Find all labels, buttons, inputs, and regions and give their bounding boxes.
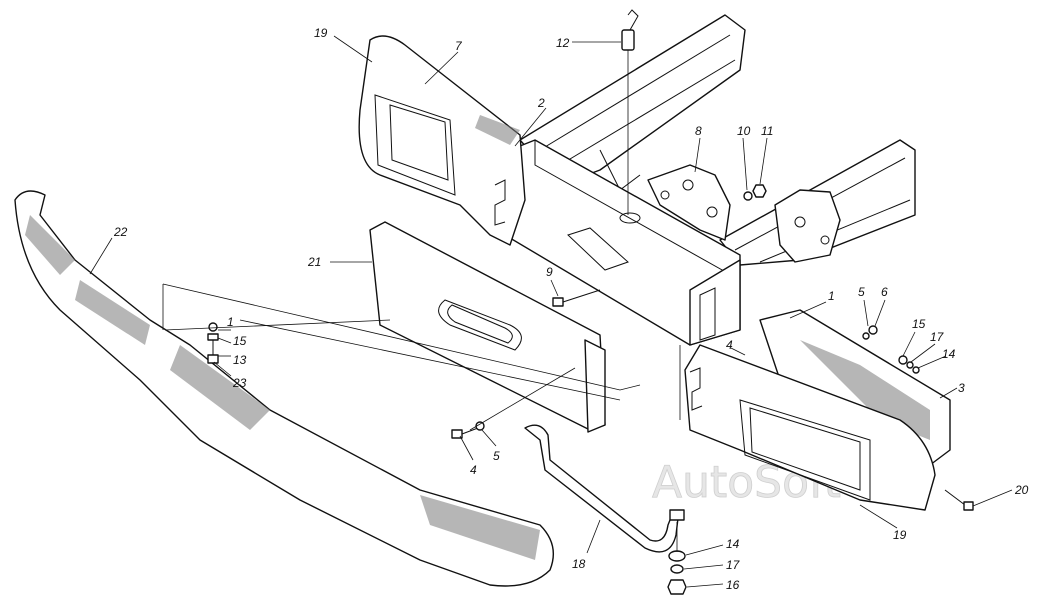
callout-12: 12 bbox=[556, 36, 570, 50]
mounting-plate bbox=[369, 221, 606, 433]
callout-6: 6 bbox=[881, 285, 888, 299]
bolt-part-20 bbox=[944, 489, 974, 511]
callout-5-right: 5 bbox=[858, 285, 865, 299]
mounting-bracket bbox=[647, 164, 731, 241]
washer-nut-set-bottom bbox=[667, 522, 687, 595]
callout-15-left: 15 bbox=[233, 334, 247, 348]
callout-3: 3 bbox=[958, 381, 965, 395]
callout-2: 2 bbox=[537, 96, 545, 110]
assembly-guide-lines bbox=[162, 283, 681, 431]
callout-4-left: 4 bbox=[470, 463, 477, 477]
callout-22: 22 bbox=[113, 225, 128, 239]
bolt-part bbox=[552, 289, 601, 307]
callout-15-right: 15 bbox=[912, 317, 926, 331]
front-bumper bbox=[14, 190, 554, 587]
callout-17-right: 17 bbox=[930, 330, 945, 344]
callout-5-left: 5 bbox=[493, 449, 500, 463]
callout-19-left: 19 bbox=[314, 26, 328, 40]
callout-14-right: 14 bbox=[942, 347, 956, 361]
callout-13: 13 bbox=[233, 353, 247, 367]
callout-11: 11 bbox=[761, 124, 773, 138]
callout-leaders bbox=[89, 35, 1013, 588]
callout-17-bottom: 17 bbox=[726, 558, 741, 572]
callout-18: 18 bbox=[572, 557, 586, 571]
callout-8: 8 bbox=[695, 124, 702, 138]
bolt-washer-set bbox=[207, 322, 219, 364]
callout-1-left: 1 bbox=[227, 315, 234, 329]
callout-20: 20 bbox=[1014, 483, 1029, 497]
stay-rod bbox=[524, 424, 685, 553]
nut-washer-10-11 bbox=[743, 184, 767, 201]
callout-1-right: 1 bbox=[828, 289, 835, 303]
spring-part bbox=[621, 9, 639, 215]
frame-bracket-right bbox=[774, 189, 841, 263]
callout-16: 16 bbox=[726, 578, 740, 592]
bumper-end-left bbox=[358, 35, 526, 246]
bumper-end-right bbox=[684, 309, 951, 511]
callout-23: 23 bbox=[232, 376, 247, 390]
callout-7: 7 bbox=[455, 39, 463, 53]
callout-21: 21 bbox=[307, 255, 321, 269]
callout-labels: 19 7 12 2 8 10 11 22 21 9 1 15 13 23 1 5… bbox=[113, 26, 1029, 592]
callout-10: 10 bbox=[737, 124, 751, 138]
callout-9: 9 bbox=[546, 265, 553, 279]
callout-14-bottom: 14 bbox=[726, 537, 740, 551]
callout-4-right: 4 bbox=[726, 338, 733, 352]
callout-19-right: 19 bbox=[893, 528, 907, 542]
